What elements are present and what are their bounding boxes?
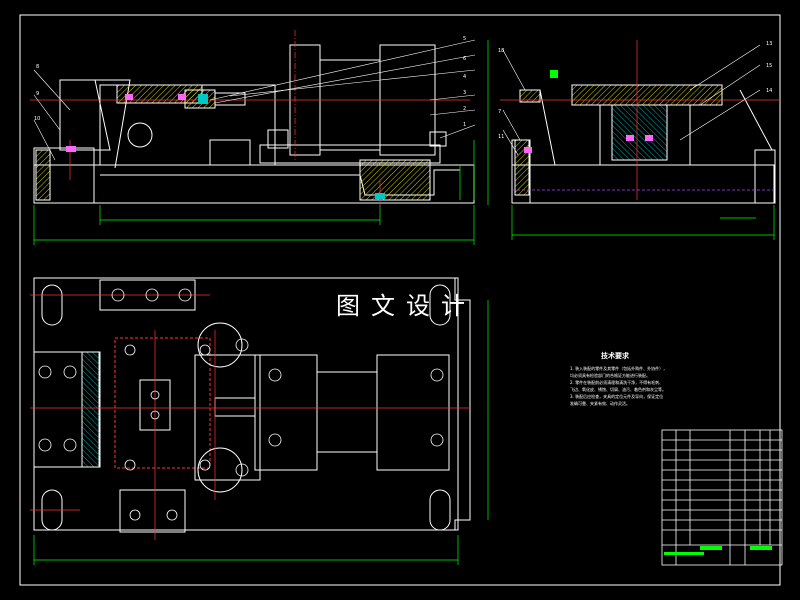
balloon-2: 2	[463, 106, 466, 112]
plan-view-bolts	[38, 288, 444, 521]
balloon-4: 4	[463, 74, 466, 80]
balloon-9: 9	[36, 91, 39, 97]
front-view-leaders	[33, 39, 476, 161]
balloon-3: 3	[463, 90, 466, 96]
balloon-6: 6	[463, 56, 466, 62]
front-view-screws	[66, 94, 385, 199]
plan-view-dimensions	[33, 300, 489, 565]
side-view-leaders	[502, 44, 761, 156]
tech-requirement-line: 2. 零件在装配前必须清理和清洗干净，不得有毛刺、	[570, 380, 664, 385]
title-block-labels	[664, 546, 772, 555]
balloon-8: 8	[36, 64, 39, 70]
tech-requirement-line: 1. 装入装配的零件及其零件（包括外购件、外协件），	[570, 366, 668, 371]
balloon-15: 15	[766, 63, 772, 69]
tech-requirement-line: 均必须具有检验部门的合格证方能进行装配。	[570, 373, 650, 378]
tech-requirement-line: 3. 装配后应检查，夹具的定位元件及导向，保证定位	[570, 394, 664, 399]
side-view-screws	[524, 70, 653, 153]
side-view-centerlines	[500, 40, 780, 200]
side-view-dimensions	[511, 205, 775, 240]
balloon-13: 13	[766, 41, 772, 47]
balloon-1: 1	[463, 122, 466, 128]
plan-view	[33, 277, 471, 533]
balloon-5: 5	[463, 36, 466, 42]
watermark-text: 图文设计	[336, 292, 476, 320]
tech-requirement-line: 准确可靠、夹紧有效、动作灵活。	[570, 401, 630, 406]
title-block	[661, 429, 783, 566]
balloon-7: 7	[498, 109, 501, 115]
balloon-14: 14	[766, 88, 772, 94]
front-view	[33, 44, 475, 204]
balloon-labels: 8 9 10 5 6 4 3 2 1 18 7 11 13 15 14	[34, 36, 772, 140]
drawing-border	[19, 14, 781, 586]
balloon-11: 11	[498, 134, 504, 140]
tech-requirements-title: 技术要求	[601, 352, 629, 360]
plan-view-centerlines	[30, 294, 470, 540]
front-view-dimensions	[33, 40, 489, 245]
tech-requirement-line: 飞边、氧化皮、锈蚀、切屑、油污、着色剂和灰尘等。	[570, 387, 666, 392]
balloon-18: 18	[498, 48, 504, 54]
balloon-10: 10	[34, 116, 40, 122]
side-view	[511, 84, 776, 204]
